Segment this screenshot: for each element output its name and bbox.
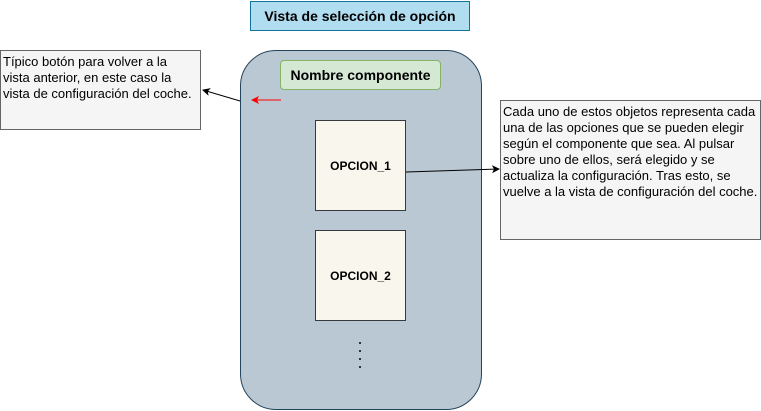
back-note-connector — [202, 88, 241, 102]
phone-screen — [240, 50, 482, 410]
view-title: Vista de selección de opción — [250, 1, 470, 31]
more-options-ellipsis-icon — [355, 342, 365, 368]
component-name: Nombre componente — [280, 60, 441, 90]
back-button-note: Típico botón para volver a la vista ante… — [0, 50, 201, 130]
option-1[interactable]: OPCION_1 — [315, 120, 406, 211]
options-note: Cada uno de estos objetos representa cad… — [500, 100, 761, 240]
options-note-connector — [405, 165, 500, 174]
option-2[interactable]: OPCION_2 — [315, 230, 406, 321]
